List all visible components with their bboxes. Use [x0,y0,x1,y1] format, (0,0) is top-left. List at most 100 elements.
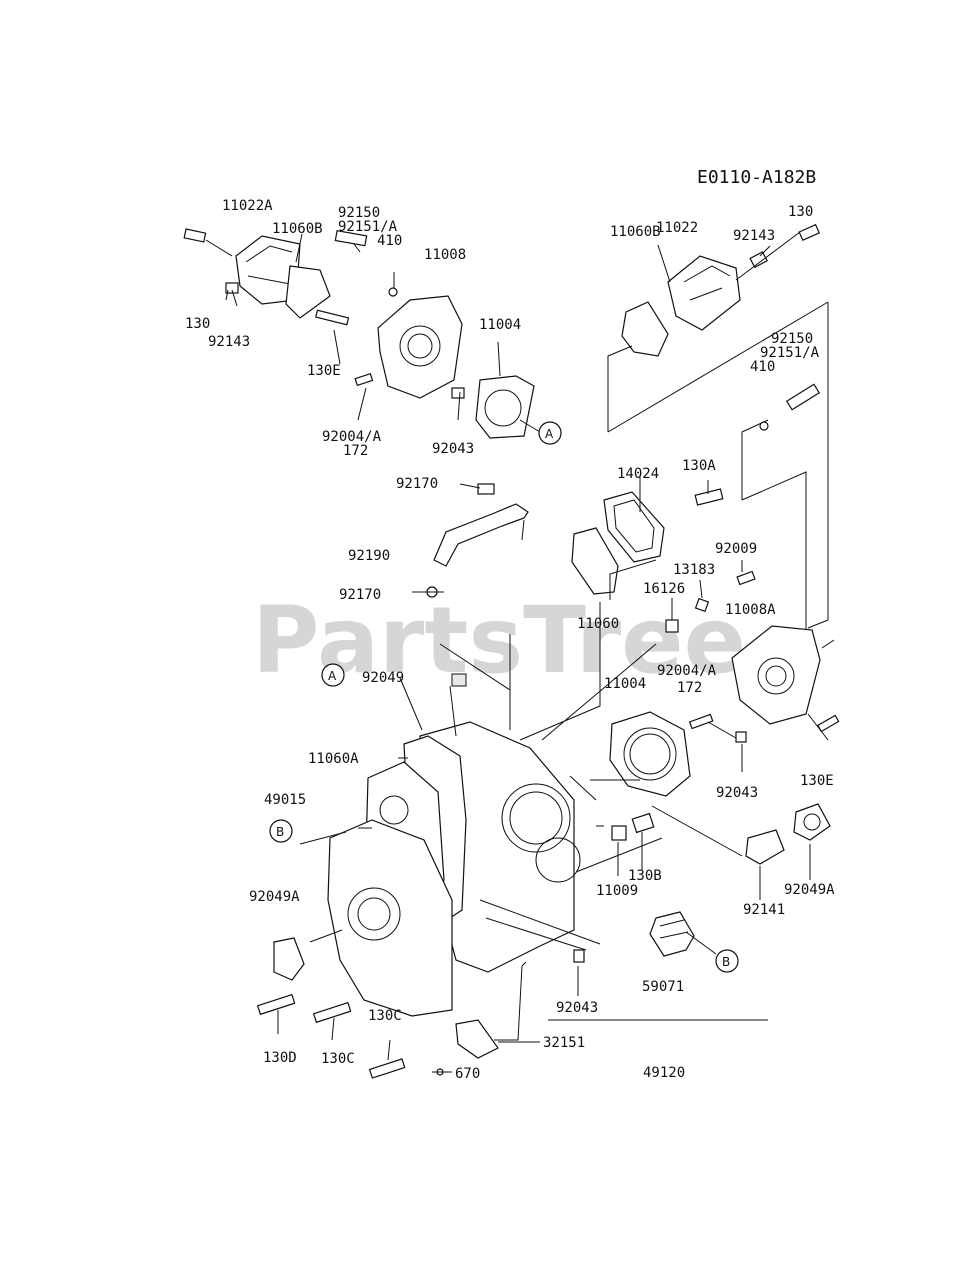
bolt-130c-right [368,1058,406,1079]
label-11008: 11008 [424,247,466,263]
svg-text:A: A [328,669,337,683]
label-130b: 130B [628,868,662,884]
label-92143-right: 92143 [733,228,775,244]
label-410-right: 410 [750,359,775,375]
seal-92049a-right [793,803,831,841]
gasket-11060b-right [621,301,669,357]
head-11008 [377,295,463,399]
crankcase-assembly [256,602,831,1079]
label-130-left: 130 [185,316,210,332]
svg-text:A: A [545,427,554,441]
label-11004-left: 11004 [479,317,521,333]
strainer-59071 [649,911,695,957]
plug-92150-right [785,383,821,411]
label-130c-top: 130C [368,1008,402,1024]
label-92043-right: 92043 [716,785,758,801]
svg-text:B: B [722,955,730,969]
label-172-left: 172 [343,443,368,459]
ring-410-left [388,287,398,297]
collar-92143-left [225,282,239,294]
cap-92049 [451,673,467,687]
bolt-130e-right [817,714,840,733]
label-92151a-right: 92151/A [760,345,820,361]
diagram-ref-code: E0110-A182B [697,167,816,188]
label-410-left: 410 [377,233,402,249]
label-11004-right: 11004 [604,676,646,692]
gasket-11060b-left [285,265,331,319]
bolt-130d [256,993,296,1016]
washer-11009 [611,825,627,841]
label-11060a: 11060A [308,751,359,767]
label-92143-left: 92143 [208,334,250,350]
pin-92043-right [735,731,747,743]
label-172-right: 172 [677,680,702,696]
label-92150-left: 92150 [338,205,380,221]
label-11022a: 11022A [222,198,273,214]
label-92151a-left: 92151/A [338,219,398,235]
stud-92004a-right [688,713,714,730]
label-11009: 11009 [596,883,638,899]
clamp-92170-top [477,483,495,495]
callout-b-left: B [269,819,293,843]
part-labels: 11022A 11060B 92150 92151/A 410 11008 13… [185,198,835,1082]
cover-11022 [667,255,741,331]
label-92004a-right: 92004/A [657,663,717,679]
bolt-130-left [183,228,207,243]
bolt-130c-left [312,1001,352,1024]
pin-16126 [665,619,679,633]
label-92170-top: 92170 [396,476,438,492]
label-49015: 49015 [264,792,306,808]
middle-parts [412,476,840,797]
label-130d: 130D [263,1050,297,1066]
stud-92004a-left [354,372,374,387]
bolt-130-right [798,223,821,242]
head-assembly-left [183,228,541,439]
bolt-130b [631,812,655,834]
head-assembly-right [607,223,829,632]
gasket-11004-right [609,711,691,797]
label-92049a-right: 92049A [784,882,835,898]
label-14024: 14024 [617,466,659,482]
plug-92150-left [334,229,368,247]
gasket-14024 [603,491,665,563]
callout-b-right: B [715,949,739,973]
label-130-right: 130 [788,204,813,220]
pin-92043-left [451,387,465,399]
label-92004a-left: 92004/A [322,429,382,445]
bolt-92009 [736,570,756,586]
label-92190: 92190 [348,548,390,564]
label-92049a-left: 92049A [249,889,300,905]
head-11008a [731,625,821,725]
label-11022: 11022 [656,220,698,236]
label-92049: 92049 [362,670,404,686]
callout-a-top: A [538,421,562,445]
bolt-130e-left [315,309,350,326]
label-11060b-right: 11060B [610,224,661,240]
label-92043-left: 92043 [432,441,474,457]
label-16126: 16126 [643,581,685,597]
label-670: 670 [455,1066,480,1082]
collar-92143-right [749,251,768,269]
label-32151: 32151 [543,1035,585,1051]
dipstick-tube [494,961,527,1041]
label-130e-right: 130E [800,773,834,789]
svg-text:B: B [276,825,284,839]
bolt-130a [694,488,724,506]
hose-92190 [433,503,529,567]
seal-92049a-left [273,937,305,981]
label-11060b-left: 11060B [272,221,323,237]
gasket-11004-left [475,375,535,439]
label-92150-right: 92150 [771,331,813,347]
bracket-32151 [455,1019,499,1059]
label-130e-left: 130E [307,363,341,379]
label-49120: 49120 [643,1065,685,1081]
bush-92141 [745,829,785,865]
label-59071: 59071 [642,979,684,995]
plug-13183 [694,597,710,613]
label-130a: 130A [682,458,716,474]
label-92043-bottom: 92043 [556,1000,598,1016]
label-11008a: 11008A [725,602,776,618]
label-130c-bottom: 130C [321,1051,355,1067]
gasket-11060 [571,527,619,595]
